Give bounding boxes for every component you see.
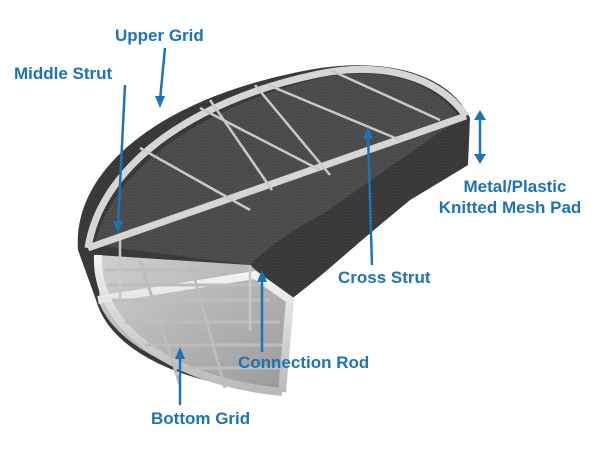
- label-upper-grid: Upper Grid: [115, 26, 204, 45]
- label-cross-strut: Cross Strut: [338, 268, 431, 287]
- lower-frame-front: [97, 271, 294, 393]
- label-bottom-grid: Bottom Grid: [151, 409, 251, 428]
- label-mesh-pad-line1: Metal/Plastic: [463, 177, 567, 196]
- lower-frame-arc: [93, 254, 283, 396]
- lower-frame: [93, 254, 294, 396]
- upper-grid-bars: [139, 68, 441, 212]
- label-middle-strut: Middle Strut: [14, 64, 113, 83]
- middle-strut-bar: [86, 112, 468, 252]
- leader-lines: [113, 47, 486, 405]
- connection-rods: [118, 240, 252, 330]
- leader-connection-rod: [257, 270, 267, 352]
- upper-frame: [84, 65, 469, 252]
- leader-upper-grid: [155, 47, 167, 108]
- label-mesh-pad-line2: Knitted Mesh Pad: [438, 198, 582, 217]
- leader-middle-strut: [113, 84, 127, 233]
- upper-frame-arc: [84, 65, 469, 249]
- mesh-pad-front-face: [250, 118, 468, 300]
- label-connection-rod: Connection Rod: [238, 353, 370, 372]
- leader-cross-strut: [363, 127, 374, 266]
- mesh-pad-height-arrow: [474, 110, 486, 164]
- leader-bottom-grid: [175, 347, 185, 405]
- bottom-grid-bars: [105, 259, 282, 389]
